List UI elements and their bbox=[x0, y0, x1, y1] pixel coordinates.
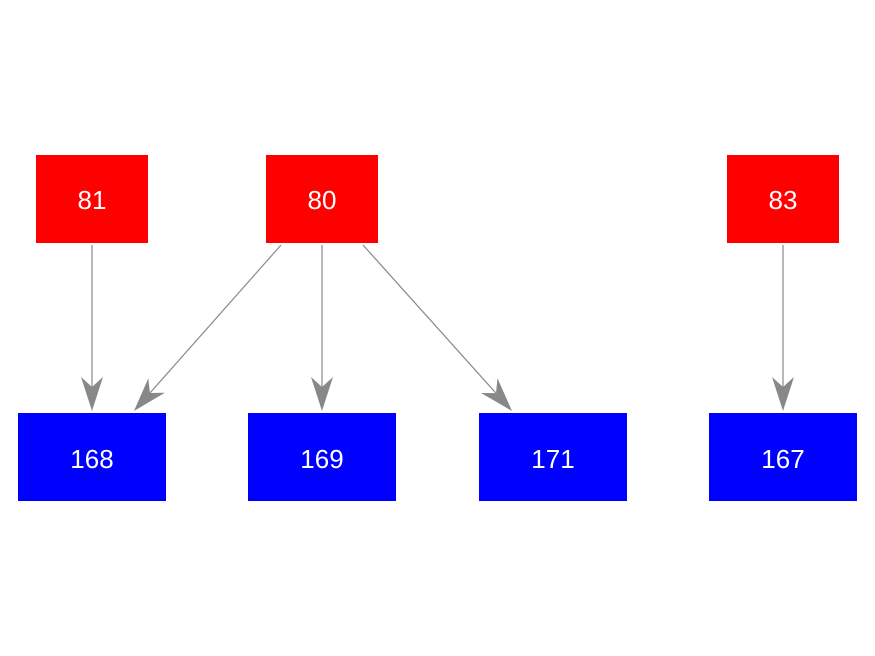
edges-layer bbox=[81, 244, 794, 411]
node-81-label: 81 bbox=[78, 185, 107, 215]
node-171: 171 bbox=[479, 413, 627, 501]
node-169-box bbox=[248, 413, 396, 501]
arrowhead-icon bbox=[311, 377, 333, 411]
node-168-label: 168 bbox=[70, 444, 113, 474]
node-80-box bbox=[266, 155, 378, 243]
node-80: 80 bbox=[266, 155, 378, 243]
node-83-box bbox=[727, 155, 839, 243]
edge-line bbox=[362, 244, 497, 394]
arrowhead-icon bbox=[134, 378, 165, 411]
node-168-box bbox=[18, 413, 166, 501]
nodes-layer: 81 80 83 168 169 171 167 bbox=[18, 155, 857, 501]
node-81-box bbox=[36, 155, 148, 243]
node-169: 169 bbox=[248, 413, 396, 501]
node-81: 81 bbox=[36, 155, 148, 243]
edge-83-167 bbox=[772, 245, 794, 411]
edge-line bbox=[149, 244, 282, 394]
arrowhead-icon bbox=[481, 378, 512, 411]
node-83: 83 bbox=[727, 155, 839, 243]
node-167-label: 167 bbox=[761, 444, 804, 474]
edge-80-168 bbox=[134, 244, 282, 411]
arrowhead-icon bbox=[772, 377, 794, 411]
node-80-label: 80 bbox=[308, 185, 337, 215]
node-167-box bbox=[709, 413, 857, 501]
node-171-label: 171 bbox=[531, 444, 574, 474]
node-171-box bbox=[479, 413, 627, 501]
edge-81-168 bbox=[81, 245, 103, 411]
edge-80-171 bbox=[362, 244, 512, 411]
edge-80-169 bbox=[311, 245, 333, 411]
node-168: 168 bbox=[18, 413, 166, 501]
node-169-label: 169 bbox=[300, 444, 343, 474]
arrowhead-icon bbox=[81, 377, 103, 411]
node-167: 167 bbox=[709, 413, 857, 501]
node-83-label: 83 bbox=[769, 185, 798, 215]
